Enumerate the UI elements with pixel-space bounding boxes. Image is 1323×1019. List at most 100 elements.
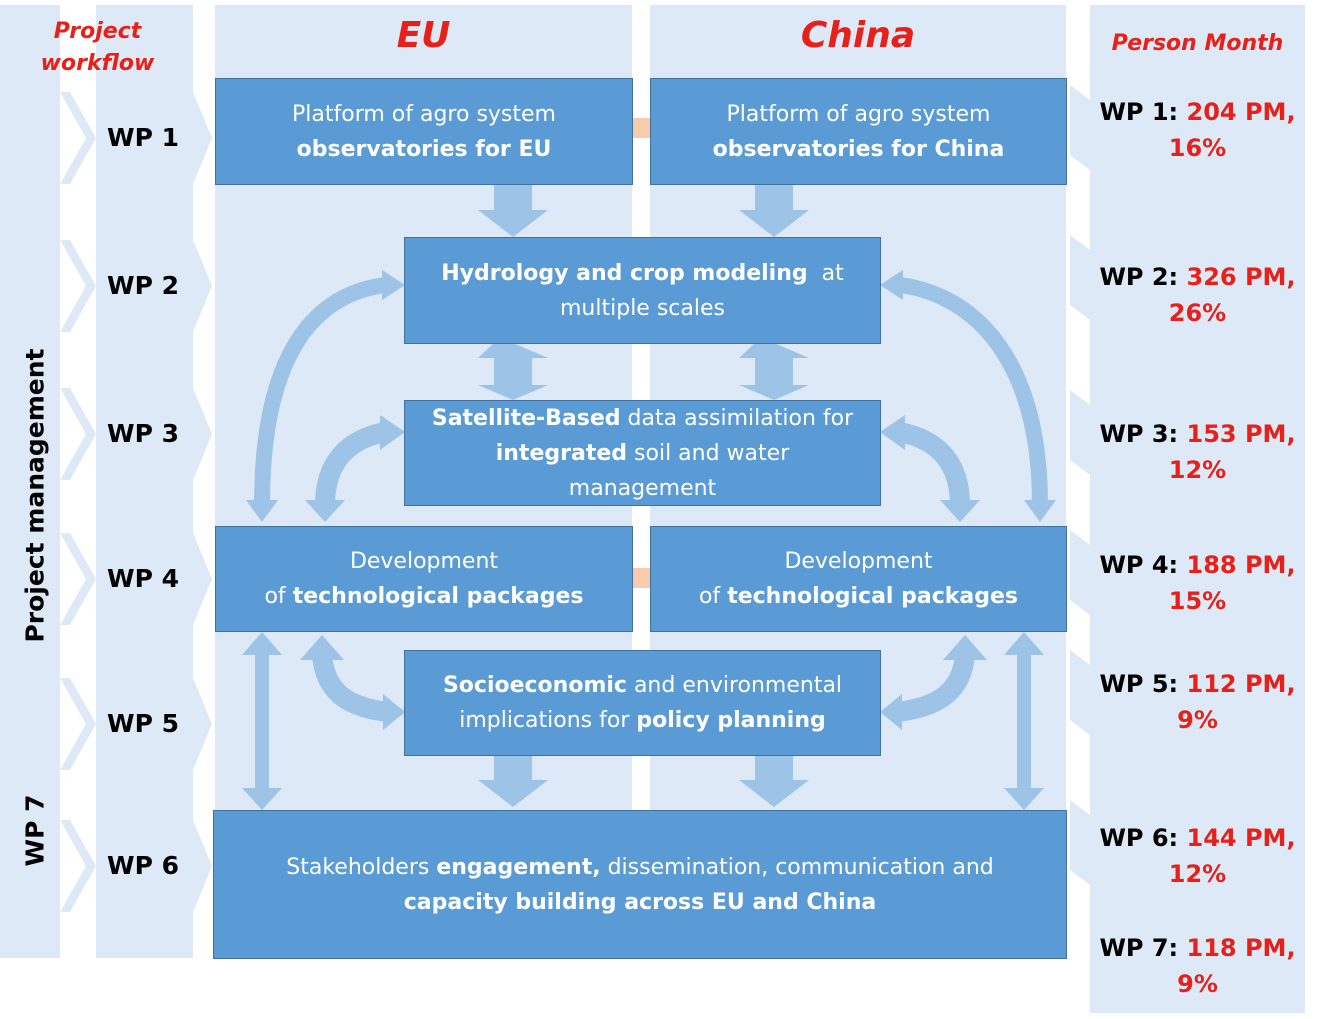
updown-arrow-icon (739, 343, 809, 400)
wp5-text1: and environmental (633, 673, 843, 698)
pm-wp: WP 3: (1099, 420, 1179, 448)
chevron-right-icon (193, 533, 212, 625)
workflow-header-line2: workflow (40, 51, 155, 76)
chevron-right-icon (60, 820, 96, 912)
wp5-bold2: policy planning (636, 708, 826, 733)
chevron-right-icon (1070, 650, 1090, 735)
pm-entry-wp7: WP 7: 118 PM, 9% (1090, 930, 1305, 1002)
wp5-box: Socioeconomic and environmental implicat… (404, 650, 881, 756)
chevron-right-icon (193, 388, 212, 480)
wp6-bold1: engagement, (436, 854, 601, 880)
pm-value: 118 PM, (1186, 934, 1296, 962)
chevron-right-icon (60, 92, 96, 184)
wp6-box: Stakeholders engagement, dissemination, … (213, 810, 1067, 959)
chevron-right-icon (1070, 530, 1090, 615)
wp3-text2: soil and water (634, 440, 790, 466)
pm-wp: WP 1: (1099, 98, 1179, 126)
chevron-right-icon (60, 533, 96, 625)
wp3-line3: management (568, 475, 717, 501)
pm-value: 153 PM, (1186, 420, 1296, 448)
chevron-right-icon (60, 240, 96, 332)
pm-percent: 12% (1168, 860, 1227, 888)
wp1-eu-box: Platform of agro system observatories fo… (215, 78, 633, 185)
wp1-eu-text: Platform of agro system (292, 101, 556, 127)
pm-value: 144 PM, (1186, 824, 1296, 852)
pm-wp: WP 7: (1099, 934, 1179, 962)
wp4-china-pre: of (698, 584, 721, 609)
pm-value: 326 PM, (1186, 263, 1296, 291)
chevron-right-icon (193, 820, 212, 912)
wp1-china-text: Platform of agro system (726, 101, 991, 127)
wp2-bold: Hydrology and crop modeling (441, 260, 808, 286)
pm-percent: 15% (1168, 587, 1227, 615)
wp2-box: Hydrology and crop modeling at multiple … (404, 237, 881, 344)
wp6-bold2: capacity building across EU and China (403, 889, 877, 915)
pm-percent: 9% (1177, 706, 1218, 734)
wp3-bold1: Satellite-Based (431, 405, 621, 431)
pm-percent: 12% (1168, 456, 1227, 484)
curved-arrow-icon (895, 653, 975, 722)
wp1-china-bold: observatories for China (712, 136, 1005, 162)
pm-entry-wp6: WP 6: 144 PM, 12% (1090, 820, 1305, 892)
wp4-china-box: Development of technological packages (650, 526, 1067, 632)
wp3-text1: data assimilation for (627, 405, 854, 431)
pm-entry-wp5: WP 5: 112 PM, 9% (1090, 666, 1305, 738)
wp4-eu-pre: of (264, 584, 286, 609)
wp1-china-box: Platform of agro system observatories fo… (650, 78, 1067, 185)
down-arrow-icon (478, 756, 548, 807)
wp4-eu-bold: technological packages (292, 584, 584, 609)
pm-wp: WP 2: (1099, 263, 1179, 291)
down-arrow-icon (478, 184, 548, 237)
chevron-right-icon (193, 92, 212, 184)
eu-header: EU (396, 15, 451, 56)
wp2-post: at (821, 260, 844, 286)
wp2-line2: multiple scales (560, 295, 725, 321)
person-month-band (1090, 5, 1305, 1013)
pm-entry-wp2: WP 2: 326 PM, 26% (1090, 259, 1305, 331)
curved-arrow-icon (315, 422, 388, 506)
wp3-label: WP 3 (107, 419, 179, 448)
pm-percent: 9% (1177, 970, 1218, 998)
pm-percent: 26% (1168, 299, 1227, 327)
wp5-text2: implications for (459, 708, 630, 733)
chevron-right-icon (1070, 800, 1090, 885)
wp6-text1: Stakeholders (286, 854, 430, 880)
curved-arrow-icon (897, 422, 970, 506)
pm-entry-wp1: WP 1: 204 PM, 16% (1090, 94, 1305, 166)
wp6-label: WP 6 (107, 851, 179, 880)
pm-wp: WP 5: (1099, 670, 1179, 698)
chevron-right-icon (1070, 235, 1090, 320)
wp4-china-bold: technological packages (727, 584, 1019, 609)
wp4-china-line1: Development (784, 549, 933, 574)
wp4-eu-line1: Development (349, 549, 499, 574)
curved-arrow-icon (254, 277, 387, 506)
pm-wp: WP 6: (1099, 824, 1179, 852)
wp1-eu-bold: observatories for EU (296, 136, 552, 162)
wp5-label: WP 5 (107, 709, 179, 738)
updown-arrow-icon (242, 632, 282, 810)
workflow-header-line1: Project (53, 19, 142, 44)
wp4-label: WP 4 (107, 564, 179, 593)
chevron-right-icon (60, 388, 96, 480)
wp2-label: WP 2 (107, 271, 179, 300)
curved-arrow-icon (312, 653, 390, 722)
curved-arrow-icon (898, 277, 1048, 506)
pm-value: 112 PM, (1186, 670, 1296, 698)
pm-entry-wp3: WP 3: 153 PM, 12% (1090, 416, 1305, 488)
chevron-right-icon (1070, 85, 1090, 170)
updown-arrow-icon (478, 343, 548, 400)
down-arrow-icon (739, 756, 809, 807)
wp4-eu-box: Development of technological packages (215, 526, 633, 632)
down-arrow-icon (739, 184, 809, 237)
pm-value: 188 PM, (1186, 551, 1296, 579)
wp3-box: Satellite-Based data assimilation for in… (404, 400, 881, 506)
chevron-right-icon (193, 678, 212, 770)
chevron-right-icon (60, 678, 96, 770)
updown-arrow-icon (1004, 632, 1044, 810)
chevron-strip-icon (0, 5, 60, 958)
pm-wp: WP 4: (1099, 551, 1179, 579)
wp6-text2: dissemination, communication and (607, 854, 994, 880)
pm-value: 204 PM, (1186, 98, 1296, 126)
chevron-right-icon (1070, 390, 1090, 475)
